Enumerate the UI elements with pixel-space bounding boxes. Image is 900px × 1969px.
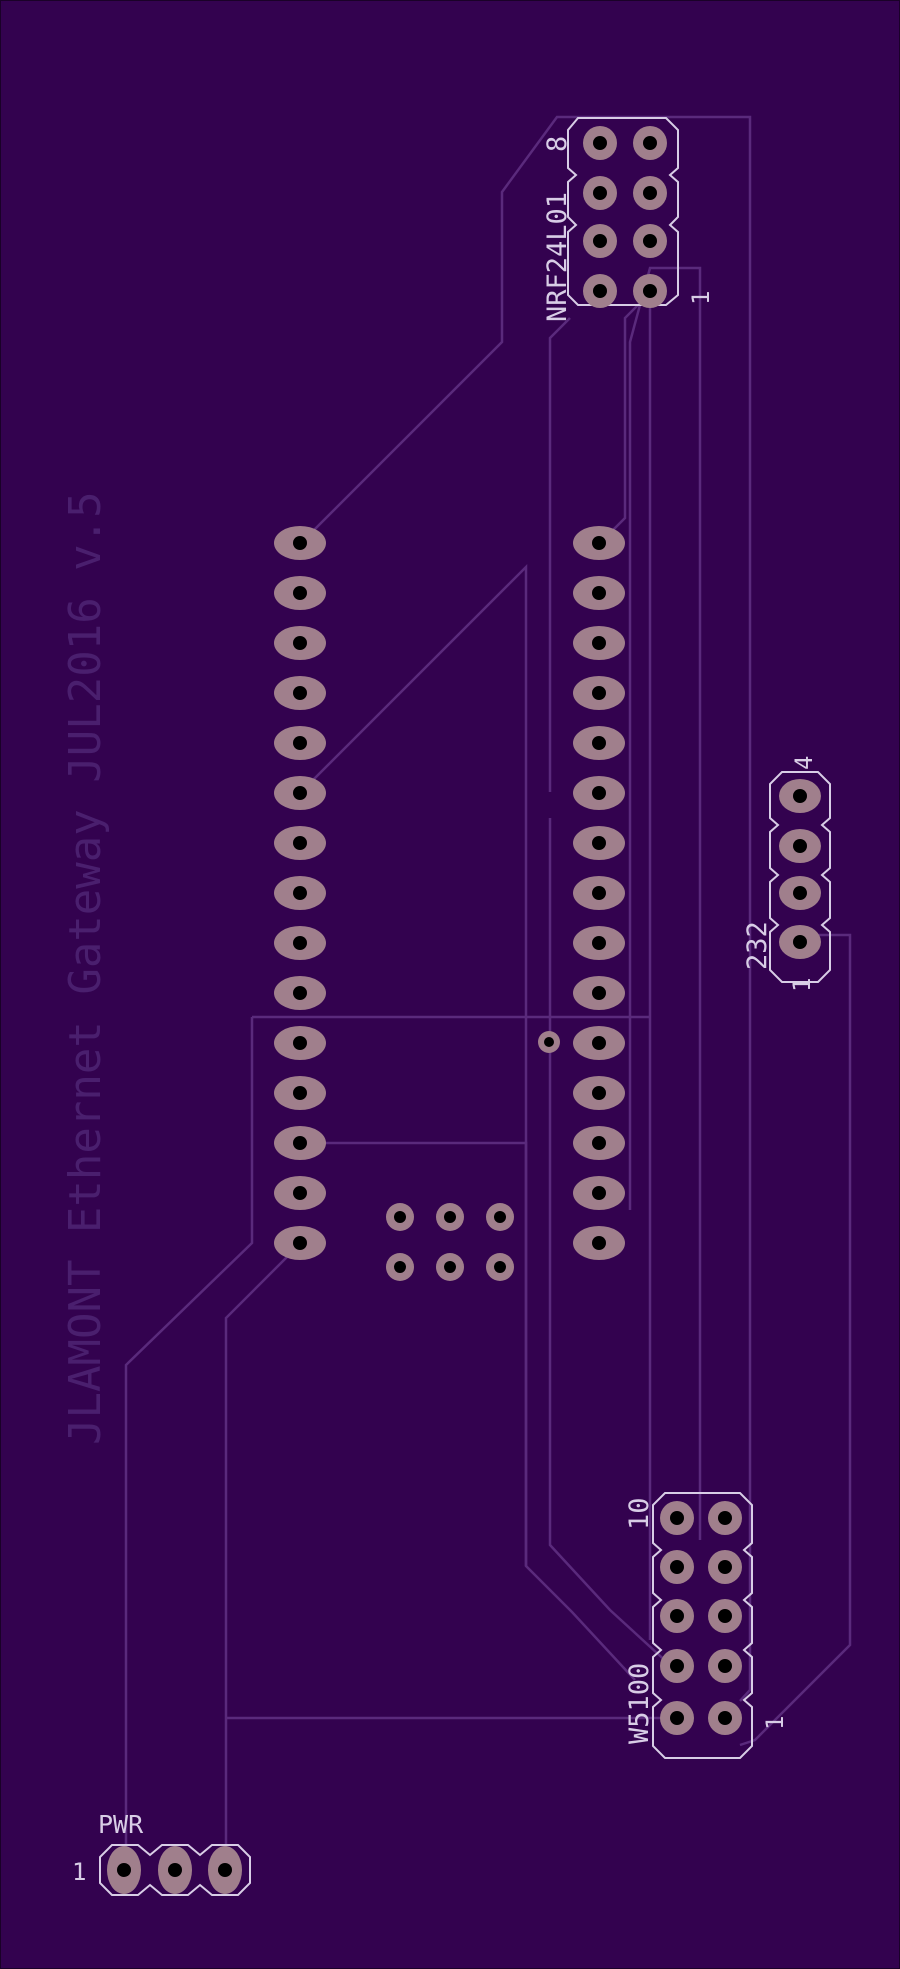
nrf24l01-label: NRF24L01 (542, 192, 573, 322)
w5100-pad (708, 1599, 742, 1633)
mcu-right-pad (573, 526, 625, 560)
w5100-header: W5100 10 1 (624, 1492, 789, 1759)
w5100-pad (708, 1501, 742, 1535)
mcu-left-pad (274, 976, 326, 1010)
mcu-right-pins (573, 526, 625, 1260)
rs232-pad (779, 779, 821, 813)
board-watermark-text: JLAMONT Ethernet Gateway JUL2016 v.5 (60, 491, 111, 1445)
power-pad (208, 1846, 242, 1894)
mcu-left-pad (274, 1126, 326, 1160)
trace-layer (124, 115, 852, 1870)
power-label: PWR (98, 1810, 144, 1839)
power-header-outline (99, 1844, 251, 1896)
icsp-pads (386, 1203, 514, 1281)
mcu-left-pad (274, 826, 326, 860)
trace-12 (739, 933, 852, 1747)
w5100-pad (660, 1550, 694, 1584)
w5100-pin10-label: 10 (624, 1497, 655, 1530)
w5100-header-outline (652, 1492, 753, 1759)
w5100-pad (660, 1649, 694, 1683)
mcu-right-pad (573, 1126, 625, 1160)
rs232-header-outline (769, 771, 831, 983)
mcu-right-pad (573, 726, 625, 760)
mcu-right-pad (573, 826, 625, 860)
icsp-pad (386, 1203, 414, 1231)
trace-5 (628, 266, 702, 1540)
mcu-right-pad (573, 926, 625, 960)
power-header: PWR 1 (72, 1810, 251, 1896)
mcu-right-pad (573, 676, 625, 710)
mcu-right-pad (573, 1026, 625, 1060)
mcu-left-pad (274, 776, 326, 810)
trace-1 (300, 115, 752, 1702)
w5100-pad (708, 1550, 742, 1584)
icsp-pad (486, 1253, 514, 1281)
mcu-left-pad (274, 876, 326, 910)
rs232-pad (779, 876, 821, 910)
mcu-right-pad (573, 626, 625, 660)
rs232-pad (779, 829, 821, 863)
mcu-right-pad (573, 1076, 625, 1110)
w5100-label: W5100 (624, 1663, 655, 1744)
w5100-pad (708, 1649, 742, 1683)
nrf24l01-header: NRF24L01 8 1 (542, 117, 715, 322)
trace-8 (124, 1017, 254, 1870)
mcu-left-pad (274, 726, 326, 760)
w5100-pad (660, 1701, 694, 1735)
trace-3 (548, 317, 571, 792)
mcu-right-pad (573, 1226, 625, 1260)
mcu-right-pad (573, 976, 625, 1010)
nrf24l01-label-suffix: 8 (542, 136, 573, 152)
power-pad (107, 1846, 141, 1894)
rs232-pin1-label: 1 (788, 978, 816, 992)
mcu-left-pad (274, 576, 326, 610)
trace-6 (548, 818, 671, 1666)
icsp-pad (436, 1253, 464, 1281)
mcu-left-pins (274, 526, 326, 1260)
mcu-left-pad (274, 676, 326, 710)
w5100-pad (660, 1599, 694, 1633)
trace-4 (599, 289, 652, 1640)
icsp-pad (386, 1253, 414, 1281)
w5100-pad (660, 1501, 694, 1535)
mcu-right-pad (573, 576, 625, 610)
trace-9 (224, 1242, 302, 1870)
rs232-pin4-label: 4 (790, 756, 818, 770)
mcu-right-pad (573, 876, 625, 910)
power-pad (158, 1846, 192, 1894)
rs232-pad (779, 925, 821, 959)
nrf24l01-pin1-label: 1 (687, 291, 715, 305)
icsp-pad (486, 1203, 514, 1231)
mcu-left-pad (274, 1226, 326, 1260)
mcu-right-pad (573, 776, 625, 810)
icsp-pad (436, 1203, 464, 1231)
mcu-right-pad (573, 1176, 625, 1210)
mcu-left-pad (274, 1076, 326, 1110)
w5100-pin1-label: 1 (761, 1716, 789, 1730)
rs232-header: 232 1 4 (742, 756, 831, 992)
mcu-left-pad (274, 526, 326, 560)
mcu-left-pad (274, 1176, 326, 1210)
nrf24l01-header-outline (567, 117, 679, 306)
mcu-left-pad (274, 1026, 326, 1060)
trace-11 (301, 1141, 528, 1566)
rs232-label: 232 (742, 921, 773, 970)
power-pin1-label: 1 (72, 1858, 86, 1886)
via (538, 1031, 560, 1053)
mcu-left-pad (274, 626, 326, 660)
mcu-left-pad (274, 926, 326, 960)
w5100-pad (708, 1701, 742, 1735)
